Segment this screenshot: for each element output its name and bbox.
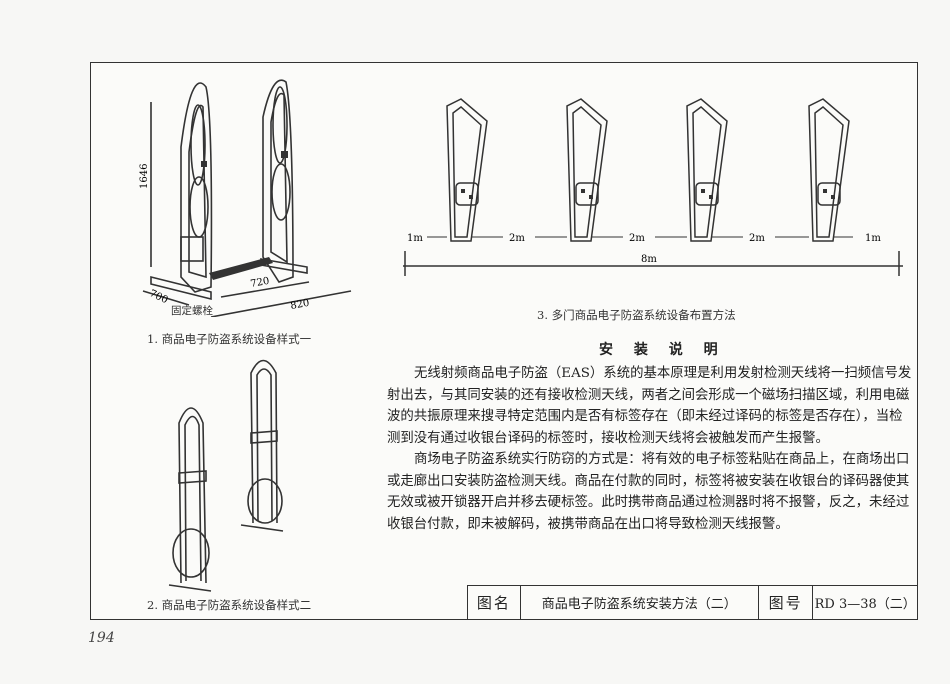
fig3-dim-3: 2m xyxy=(629,233,645,244)
figure1-drawing: 1646 700 720 820 xyxy=(139,79,352,317)
fig2-caption: 2. 商品电子防盗系统设备样式二 xyxy=(147,598,312,612)
fig1-bolt-label: 固定螺栓 xyxy=(171,305,213,317)
gate-2 xyxy=(566,98,608,242)
fig3-dim-4: 2m xyxy=(749,233,765,244)
figure3-drawing: 1m 2m 2m 2m 1m 8m xyxy=(403,98,903,276)
fig3-dim-5: 1m xyxy=(865,233,881,244)
instructions-heading: 安 装 说 明 xyxy=(599,342,726,358)
fig1-dim-depth: 700 xyxy=(148,288,170,306)
gate-4 xyxy=(808,98,850,242)
title-block-name-key: 图名 xyxy=(468,586,521,619)
drawing-frame: 1646 700 720 820 固定螺栓 1. 商品电子防盗系统设备样式一 2… xyxy=(90,62,918,620)
fig1-dim-gap: 720 xyxy=(250,276,271,290)
fig3-dim-1: 1m xyxy=(407,233,423,244)
fig3-dim-2: 2m xyxy=(509,233,525,244)
gate-3 xyxy=(686,98,728,242)
instructions-paragraph-1: 无线射频商品电子防盗（EAS）系统的基本原理是利用发射检测天线将一扫频信号发射出… xyxy=(387,366,912,446)
fig1-caption: 1. 商品电子防盗系统设备样式一 xyxy=(147,332,312,346)
title-block-number-value: RD 3—38（二） xyxy=(814,597,916,612)
title-block: 图名 商品电子防盗系统安装方法（二） 图号 RD 3—38（二） xyxy=(467,585,917,619)
title-block-name-value: 商品电子防盗系统安装方法（二） xyxy=(521,586,759,619)
figure2-drawing xyxy=(168,359,284,592)
instructions-body: 无线射频商品电子防盗（EAS）系统的基本原理是利用发射检测天线将一扫频信号发射出… xyxy=(387,363,913,535)
fig1-dim-height: 1646 xyxy=(139,164,150,189)
fig3-caption: 3. 多门商品电子防盗系统设备布置方法 xyxy=(537,308,736,322)
instructions-paragraph-2: 商场电子防盗系统实行防窃的方式是：将有效的电子标签粘贴在商品上，在商场出口或走廊… xyxy=(387,452,910,532)
fig1-dim-width: 820 xyxy=(290,298,311,312)
fig3-dim-total: 8m xyxy=(641,254,657,265)
gate-1 xyxy=(446,98,488,242)
title-block-number-key: 图号 xyxy=(759,586,814,619)
page-number: 194 xyxy=(88,630,115,646)
